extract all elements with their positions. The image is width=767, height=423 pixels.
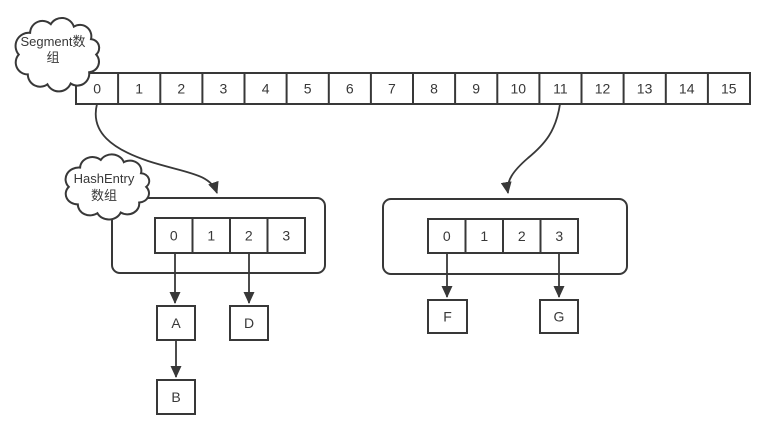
segment-cell-2: 2 — [177, 81, 185, 97]
cloud-shape — [64, 153, 151, 221]
node-box-a — [156, 305, 196, 341]
node-label-a: A — [171, 315, 181, 331]
segment-cell-13: 13 — [637, 81, 653, 97]
arrow-segment11-to-right-bucket — [500, 103, 561, 194]
right-bucket-cell-2: 2 — [518, 228, 526, 244]
segment-array: 0 1 2 3 4 5 6 7 8 9 10 11 12 13 14 15 — [75, 72, 751, 105]
arrow-segment0-to-left-bucket — [94, 103, 219, 194]
segment-cell-7: 7 — [388, 81, 396, 97]
node-box-b — [156, 379, 196, 415]
segment-cell-0: 0 — [93, 81, 101, 97]
segment-cell-12: 12 — [595, 81, 611, 97]
segment-cell-14: 14 — [679, 81, 695, 97]
node-label-d: D — [244, 315, 254, 331]
node-label-f: F — [443, 309, 452, 325]
node-f: F — [427, 299, 468, 334]
node-box-d — [229, 305, 269, 341]
hashentry-cloud-label-line2: 数组 — [91, 188, 117, 203]
right-bucket-cell-3: 3 — [555, 228, 563, 244]
left-bucket-cell-2: 2 — [245, 228, 253, 244]
segment-cell-3: 3 — [220, 81, 228, 97]
segment-cell-1: 1 — [135, 81, 143, 97]
segment-cell-11: 11 — [553, 81, 568, 97]
node-g: G — [539, 299, 579, 334]
hashentry-cloud: HashEntry 数组 — [64, 153, 151, 221]
right-bucket-cell-1: 1 — [480, 228, 488, 244]
right-bucket: 0 1 2 3 — [382, 198, 628, 275]
segment-cloud-label-line1: Segment数 — [20, 34, 85, 49]
segment-cell-8: 8 — [430, 81, 438, 97]
left-bucket-cell-1: 1 — [207, 228, 215, 244]
left-bucket-cell-0: 0 — [170, 228, 178, 244]
segment-cloud: Segment数 组 — [14, 17, 101, 93]
node-b: B — [156, 379, 196, 415]
hashentry-cloud-label-line1: HashEntry — [74, 171, 135, 186]
segment-cell-5: 5 — [304, 81, 312, 97]
right-bucket-cell-0: 0 — [443, 228, 451, 244]
segment-cell-9: 9 — [472, 81, 480, 97]
node-a: A — [156, 305, 196, 341]
segment-cell-15: 15 — [721, 81, 737, 97]
node-label-b: B — [171, 389, 180, 405]
left-bucket: 0 1 2 3 — [111, 197, 326, 274]
node-label-g: G — [554, 309, 565, 325]
segment-cloud-label-line2: 组 — [46, 50, 59, 65]
segment-cell-6: 6 — [346, 81, 354, 97]
segment-cell-4: 4 — [262, 81, 270, 97]
left-bucket-cell-3: 3 — [282, 228, 290, 244]
segment-cell-10: 10 — [511, 81, 527, 97]
node-box-f — [427, 299, 468, 334]
node-d: D — [229, 305, 269, 341]
node-box-g — [539, 299, 579, 334]
